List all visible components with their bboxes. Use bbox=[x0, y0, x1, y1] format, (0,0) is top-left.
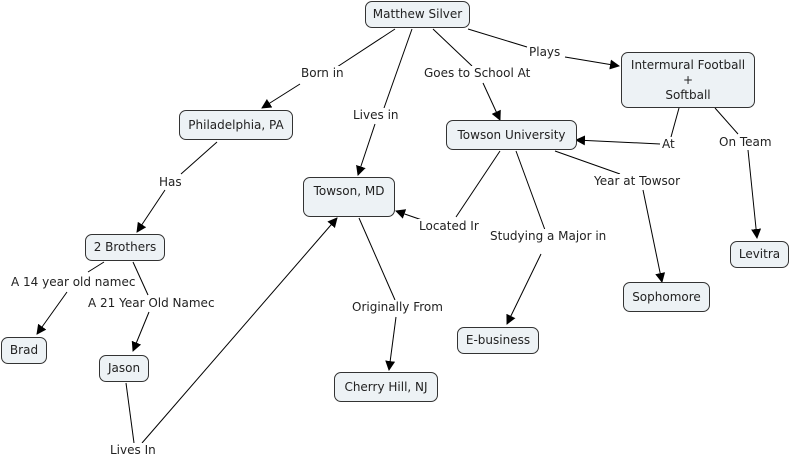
link-label-originally-from: Originally From bbox=[351, 300, 444, 314]
edge-line bbox=[132, 261, 149, 296]
node-intramural-sports[interactable]: Intermural Football + Softball bbox=[621, 52, 755, 108]
edge-line bbox=[554, 150, 621, 175]
link-label-year-at-towson: Year at Towsor bbox=[593, 174, 682, 188]
edge-arrow bbox=[36, 291, 68, 335]
edge-arrow bbox=[141, 217, 338, 444]
edge-arrow bbox=[385, 316, 397, 371]
edge-line bbox=[336, 28, 396, 68]
edge-line bbox=[125, 382, 135, 444]
edge-line bbox=[670, 107, 680, 138]
edge-line bbox=[383, 28, 413, 109]
edge-arrow bbox=[747, 149, 762, 239]
edge-arrow bbox=[506, 253, 542, 325]
edge-line bbox=[180, 141, 218, 175]
edge-arrow bbox=[642, 189, 666, 283]
node-towson-university[interactable]: Towson University bbox=[446, 120, 577, 150]
node-levitra[interactable]: Levitra bbox=[730, 241, 789, 268]
node-brad[interactable]: Brad bbox=[1, 337, 47, 364]
edge-arrow bbox=[136, 189, 166, 233]
edge-line bbox=[467, 28, 528, 48]
edge-line bbox=[714, 107, 739, 135]
edge-arrow bbox=[482, 82, 501, 121]
edge-arrow bbox=[564, 56, 620, 70]
edge-arrow bbox=[261, 83, 301, 109]
link-label-14-year-old: A 14 year old namec bbox=[10, 275, 137, 289]
link-label-at: At bbox=[661, 137, 676, 151]
node-sophomore[interactable]: Sophomore bbox=[623, 282, 710, 312]
node-cherry-hill[interactable]: Cherry Hill, NJ bbox=[334, 372, 438, 402]
node-matthew-silver[interactable]: Matthew Silver bbox=[365, 1, 470, 28]
node-2-brothers[interactable]: 2 Brothers bbox=[85, 234, 165, 261]
link-label-has: Has bbox=[158, 175, 183, 189]
link-label-studying-major: Studying a Major in bbox=[489, 229, 608, 243]
edge-line bbox=[358, 217, 396, 301]
link-label-located-in: Located Ir bbox=[418, 219, 480, 233]
node-jason[interactable]: Jason bbox=[99, 355, 149, 382]
link-label-born-in: Born in bbox=[300, 66, 345, 80]
node-e-business[interactable]: E-business bbox=[457, 327, 539, 354]
link-label-lives-in: Lives in bbox=[352, 108, 400, 122]
node-towson-md[interactable]: Towson, MD bbox=[303, 177, 395, 217]
link-label-plays: Plays bbox=[528, 45, 562, 59]
edge-arrow bbox=[575, 135, 661, 146]
edge-arrow bbox=[356, 123, 376, 176]
edge-line bbox=[515, 150, 546, 231]
node-philadelphia[interactable]: Philadelphia, PA bbox=[179, 110, 293, 140]
edge-arrow bbox=[131, 311, 150, 352]
edge-line bbox=[87, 261, 105, 273]
edge-line bbox=[432, 28, 473, 67]
link-label-21-year-old: A 21 Year Old Namec bbox=[87, 296, 216, 310]
edge-arrow bbox=[395, 209, 423, 221]
link-label-on-team: On Team bbox=[718, 135, 773, 149]
link-label-goes-to-school-at: Goes to School At bbox=[423, 66, 532, 80]
link-label-lives-in-jason: Lives In bbox=[109, 443, 157, 457]
edge-line bbox=[455, 150, 501, 218]
